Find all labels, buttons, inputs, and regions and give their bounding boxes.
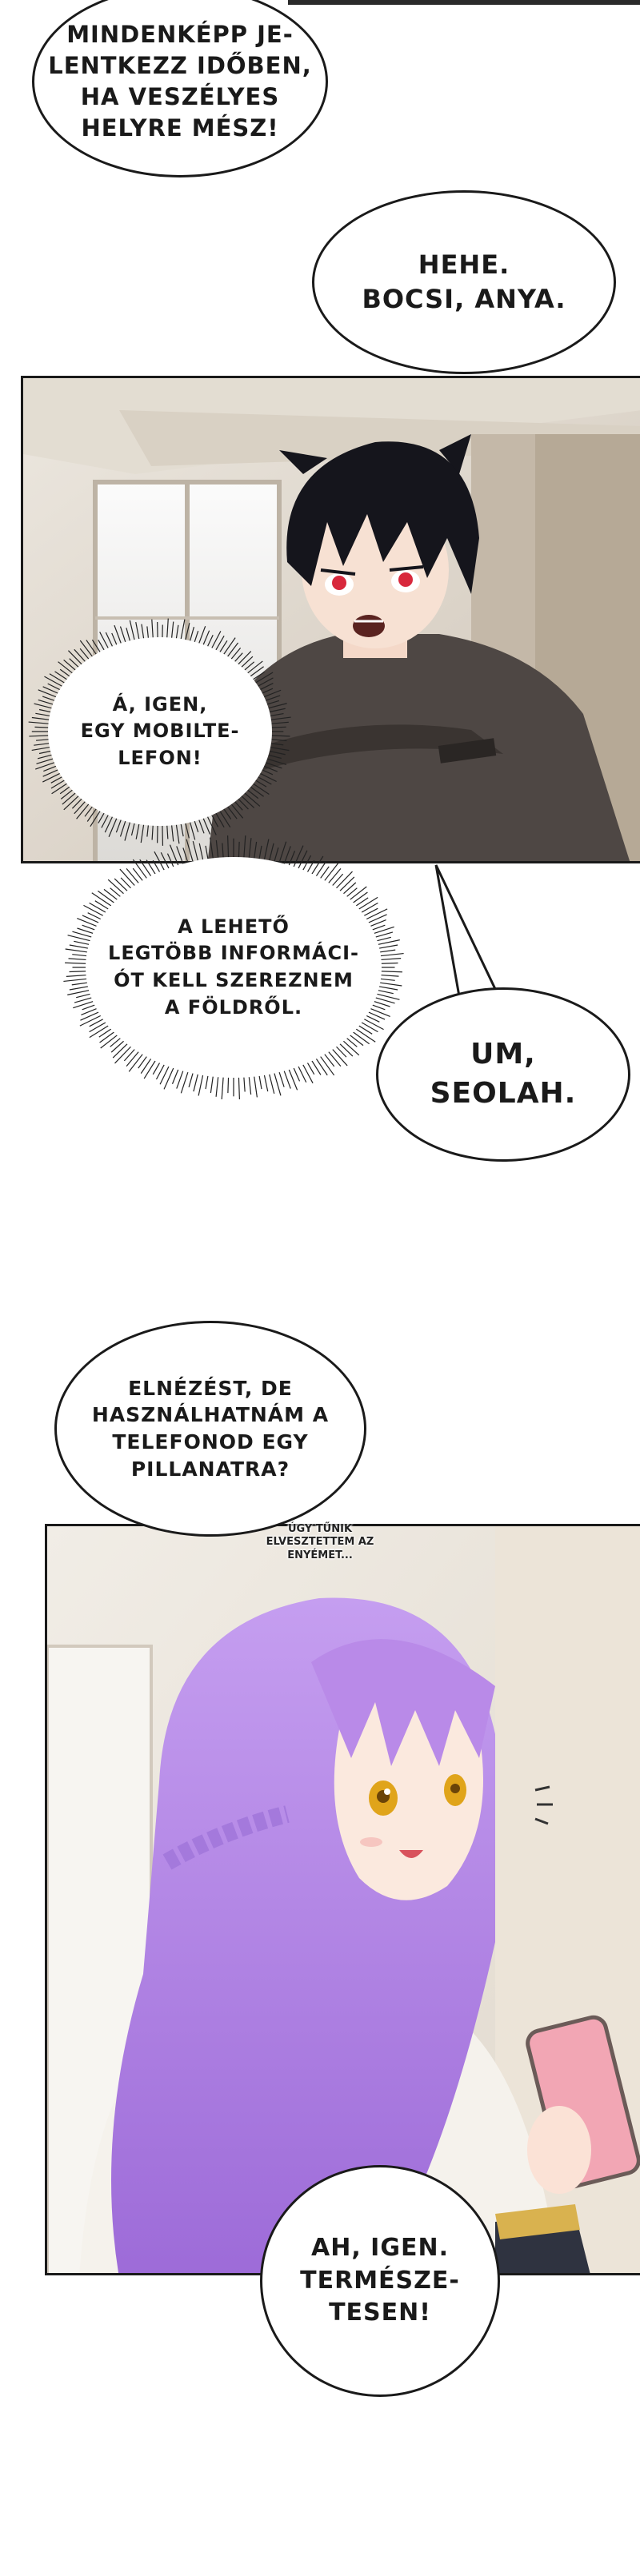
thought-text: A LEHETŐ LEGTÖBB INFORMÁCI- ÓT KELL SZER… <box>108 915 359 1019</box>
speech-bubble-warning: MINDENKÉPP JE- LENTKEZZ IDŐBEN, HA VESZÉ… <box>32 0 328 177</box>
panel-boy <box>21 376 640 863</box>
panel-girl <box>45 1524 640 2275</box>
speech-bubble-request: ELNÉZÉST, DE HASZNÁLHATNÁM A TELEFONOD E… <box>54 1321 366 1537</box>
speech-text: HEHE. BOCSI, ANYA. <box>362 249 566 314</box>
speech-text: UM, SEOLAH. <box>430 1038 577 1110</box>
burst-shape <box>63 835 404 1099</box>
speech-text: MINDENKÉPP JE- LENTKEZZ IDŐBEN, HA VESZÉ… <box>48 20 312 142</box>
thought-burst-information: A LEHETŐ LEGTÖBB INFORMÁCI- ÓT KELL SZER… <box>58 835 410 1099</box>
speech-bubble-apology: HEHE. BOCSI, ANYA. <box>312 190 616 374</box>
aside-text: ÚGY TŰNIK ELVESZTETTEM AZ ENYÉMET... <box>266 1523 374 1561</box>
thought-text: Á, IGEN, EGY MOBILTE- LEFON! <box>80 692 240 769</box>
top-panel-edge <box>288 0 640 5</box>
speech-bubble-of-course: AH, IGEN. TERMÉSZE- TESEN! <box>260 2165 500 2397</box>
speech-text: AH, IGEN. TERMÉSZE- TESEN! <box>300 2234 460 2327</box>
thought-burst-phone: Á, IGEN, EGY MOBILTE- LEFON! <box>24 616 296 847</box>
panel-boy-art <box>23 378 640 861</box>
speech-bubble-seolah: UM, SEOLAH. <box>376 987 630 1162</box>
speech-text: ELNÉZÉST, DE HASZNÁLHATNÁM A TELEFONOD E… <box>91 1376 330 1481</box>
burst-shape <box>28 618 291 846</box>
panel-girl-art <box>47 1526 640 2273</box>
